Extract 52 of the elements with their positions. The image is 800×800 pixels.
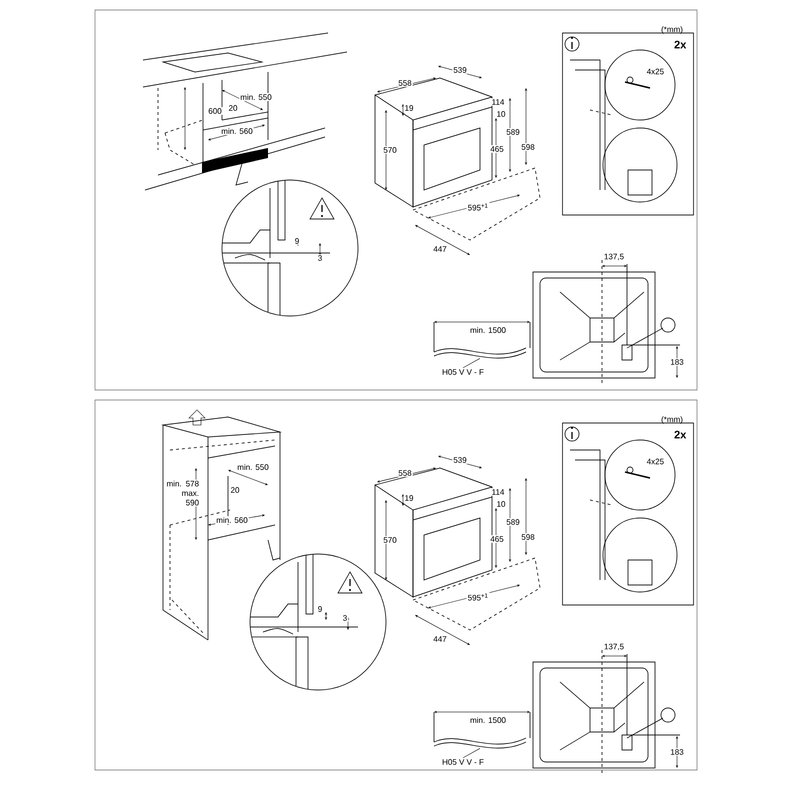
dimension-label: 10 bbox=[496, 500, 506, 508]
dimension-label: min. 560 bbox=[220, 127, 254, 135]
dimension-label: 465 bbox=[489, 535, 505, 543]
dimension-label: 589 bbox=[505, 518, 521, 526]
dimension-label: 19 bbox=[404, 494, 414, 502]
installation-inset: 2x 4x25 bbox=[562, 32, 694, 216]
dimension-label: 20 bbox=[228, 104, 238, 112]
dimension-label: 10 bbox=[496, 110, 506, 118]
leader-line bbox=[462, 358, 480, 368]
dimension-label: 558 bbox=[397, 79, 413, 87]
dimension-label: 20 bbox=[230, 486, 240, 494]
cable-label: H05 V V - F bbox=[442, 369, 484, 375]
dimension-label: min. 1500 bbox=[469, 716, 507, 724]
dimension-label: 9 bbox=[316, 605, 324, 613]
dimension-label: 570 bbox=[382, 146, 398, 154]
dimension-label: 600 bbox=[207, 107, 223, 115]
dimension-label: 137,5 bbox=[603, 642, 626, 652]
dimension-label: 447 bbox=[432, 635, 448, 643]
dimension-label: 114 bbox=[490, 488, 506, 496]
cable-label: H05 V V - F bbox=[442, 759, 484, 765]
cable-drawing bbox=[434, 322, 530, 358]
dimension-label: min. 560 bbox=[215, 516, 249, 524]
dimension-label: 589 bbox=[505, 128, 521, 136]
dimension-label: 595$^{+1}$ bbox=[466, 202, 490, 212]
dimension-label: 3 bbox=[316, 254, 324, 262]
dimension-label: 598 bbox=[520, 533, 536, 541]
dimension-label: 3 bbox=[342, 614, 348, 622]
dimension-label: 539 bbox=[452, 456, 468, 464]
dimension-label: 183 bbox=[669, 358, 685, 366]
cable-drawing bbox=[434, 712, 530, 748]
dimension-label: 137,5 bbox=[603, 252, 626, 262]
dimension-label: 447 bbox=[432, 245, 448, 253]
unit-note: (*mm) bbox=[662, 26, 682, 34]
panel-frame bbox=[94, 10, 698, 390]
dimension-label: 114 bbox=[490, 98, 506, 106]
installation-inset: 2x 4x25 bbox=[562, 422, 694, 606]
dimension-label: 570 bbox=[382, 536, 398, 544]
dimension-label: min. 550 bbox=[239, 93, 273, 101]
dimension-label: 598 bbox=[520, 143, 536, 151]
unit-note: (*mm) bbox=[662, 416, 682, 424]
leader-line bbox=[462, 748, 480, 758]
dimension-label: 558 bbox=[397, 469, 413, 477]
dimension-label: 595$^{+1}$ bbox=[466, 592, 490, 602]
dimension-label: min. 1500 bbox=[469, 326, 507, 334]
dimension-label: min. 550 bbox=[236, 463, 270, 471]
dimension-label: 183 bbox=[669, 748, 685, 756]
dimension-label: 465 bbox=[489, 145, 505, 153]
dimension-label: 9 bbox=[294, 237, 300, 245]
dimension-label: 19 bbox=[404, 104, 414, 112]
dimension-label: min. 578 max. 590 bbox=[164, 480, 200, 506]
panel-frame bbox=[94, 400, 698, 770]
dimension-label: 539 bbox=[452, 66, 468, 74]
